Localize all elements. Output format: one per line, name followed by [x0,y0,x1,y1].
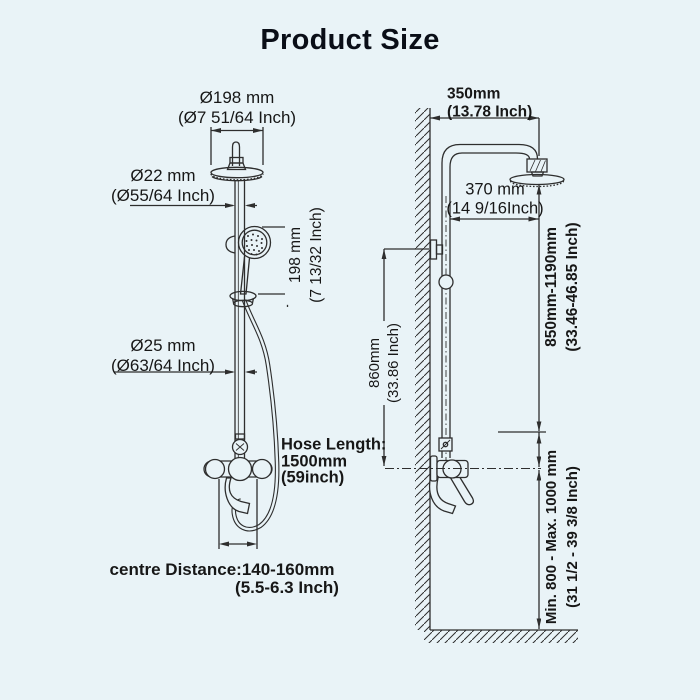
hose-length-inch: (59inch) [281,468,345,487]
dim-label-centre-distance-mm: centre Distance:140-160mm [110,560,335,580]
hose-length-mm: 1500mm [281,451,348,470]
centre-distance-mm: centre Distance:140-160mm [109,559,335,579]
front-view-drawing [114,127,290,549]
slider-ball [438,274,454,290]
arm-reach-inch: (13.78 Inch) [447,104,533,121]
hand-shower [225,225,272,308]
valve-height-range-inch: (31 1/2 - 39 3/8 Inch) [564,466,581,608]
dim-label-pipe-diameter: Ø22 mm (Ø55/64 Inch) [111,166,215,206]
head-diameter-inch: (Ø7 51/64 Inch) [177,108,297,127]
front-diverter [231,433,249,456]
mount-height-inch: (33.86 Inch) [385,322,402,404]
head-arm [226,141,247,171]
riser-pipe-side [441,196,451,460]
head-offset-mm: 370 mm [465,180,525,199]
wall-bracket [429,239,444,260]
hose-length-label: Hose Length: [281,435,387,454]
riser-pipe-front [234,180,246,461]
side-shower-head [509,173,565,188]
dim-label-head-offset: 370 mm (14 9/16Inch) [446,181,543,220]
head-height-range-mm: 850mm-1190mm [543,227,560,347]
pipe-diameter-inch: (Ø55/64 Inch) [111,186,215,205]
rain-shower-head [210,166,264,182]
valve-height-range-mm: Min. 800 - Max. 1000 mm [543,449,560,625]
side-arrowheads [381,115,542,629]
page-title: Product Size [260,24,440,56]
faucet-body [203,456,273,515]
rail-diameter-mm: Ø25 mm [130,335,196,355]
dim-label-head-diameter: Ø198 mm (Ø7 51/64 Inch) [178,88,296,128]
dim-label-head-height-range: 850mm-1190mm (33.46-46.85 Inch) [541,220,583,354]
side-diverter [438,437,453,452]
head-offset-inch: (14 9/16Inch) [446,200,544,218]
gooseneck-arm [441,143,548,202]
dim-label-mount-height: 860mm (33.86 Inch) [365,320,403,406]
centre-distance-inch: (5.5-6.3 Inch) [235,577,339,597]
head-height-range-inch: (33.46-46.85 Inch) [564,222,581,352]
dim-label-centre-distance-inch: (5.5-6.3 Inch) [235,578,339,598]
dim-lines-head-diameter [210,127,264,165]
spray-holes [245,233,263,256]
pipe-diameter-mm: Ø22 mm [130,165,196,185]
rail-diameter-inch: (Ø63/64 Inch) [111,356,215,375]
dim-label-valve-height-range: Min. 800 - Max. 1000 mm (31 1/2 - 39 3/8… [541,447,583,627]
dim-label-rail-diameter: Ø25 mm (Ø63/64 Inch) [111,336,215,376]
mixer-valve [429,455,475,515]
wall-and-floor [415,108,578,643]
dim-lines-arm-reach [430,117,540,156]
arm-reach-mm: 350mm [447,85,501,103]
mount-height-mm: 860mm [366,337,383,389]
head-diameter-mm: Ø198 mm [199,87,275,107]
dim-label-hand-shower-length: 198 mm (7 13/32 Inch) [285,205,327,305]
shower-hose [231,299,280,532]
dim-lines-centre-distance [218,479,258,549]
dim-label-hose-length: Hose Length: 1500mm (59inch) [281,436,386,486]
dim-label-arm-reach: 350mm (13.78 Inch) [447,86,532,123]
hand-shower-length-mm: 198 mm [287,227,304,283]
hand-shower-length-inch: (7 13/32 Inch) [308,207,325,303]
